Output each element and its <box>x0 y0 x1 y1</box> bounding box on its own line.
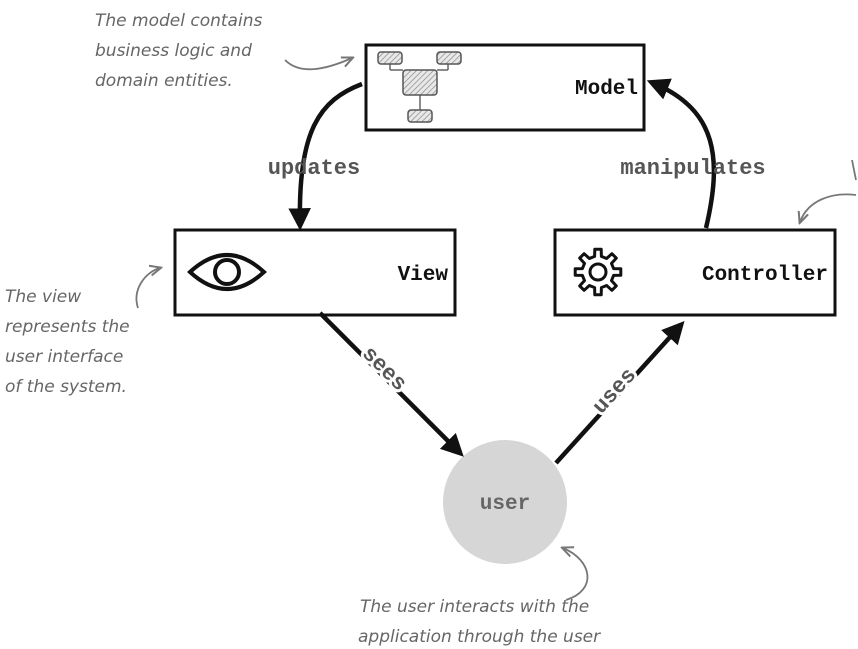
model-node: Model <box>364 43 646 132</box>
svg-text:The model contains busin: The model contains business logic and do… <box>95 11 268 91</box>
sees-label: sees <box>356 342 411 397</box>
model-note-line: domain entities. <box>95 71 233 91</box>
controller-note-tick <box>851 159 857 181</box>
uses-arrow <box>554 320 685 465</box>
gear-outline <box>573 247 623 297</box>
controller-label: Controller <box>702 264 828 287</box>
model-note-line: The model contains <box>95 11 262 31</box>
view-note-line: of the system. <box>5 377 127 397</box>
user-note: The user interacts with the application … <box>358 548 601 647</box>
gear-hub <box>588 262 608 282</box>
view-node: View <box>173 228 457 317</box>
updates-arrow <box>288 81 363 231</box>
user-note-line: application through the user <box>358 627 601 647</box>
model-label: Model <box>575 78 638 101</box>
view-note-line: represents the <box>5 317 130 337</box>
user-label: user <box>480 493 530 516</box>
uses-label: uses <box>588 363 642 419</box>
svg-text:The view represents the: The view represents the user interface o… <box>5 287 135 397</box>
updates-label: updates <box>268 156 360 181</box>
manipulates-arrow <box>646 78 717 229</box>
view-note-line: The view <box>5 287 81 307</box>
eye-icon <box>187 253 267 291</box>
view-note-pointer <box>135 268 160 309</box>
svg-text:The user interacts with the: The user interacts with the application … <box>358 597 601 647</box>
user-note-line: The user interacts with the <box>360 597 589 617</box>
sees-arrow <box>318 311 464 457</box>
user-node: user <box>443 440 567 564</box>
manipulates-label: manipulates <box>620 156 765 181</box>
view-note: The view represents the user interface o… <box>5 268 160 397</box>
controller-note-pointer-group <box>800 159 857 222</box>
model-note: The model contains business logic and do… <box>95 11 352 91</box>
view-note-line: user interface <box>5 347 123 367</box>
gear-icon <box>573 247 623 297</box>
user-note-pointer <box>563 548 589 601</box>
model-note-line: business logic and <box>95 41 252 61</box>
controller-note-pointer <box>800 193 857 222</box>
controller-node: Controller <box>553 228 837 317</box>
model-note-pointer <box>284 58 352 71</box>
model-hierarchy-icon <box>377 51 462 123</box>
view-label: View <box>398 264 449 287</box>
